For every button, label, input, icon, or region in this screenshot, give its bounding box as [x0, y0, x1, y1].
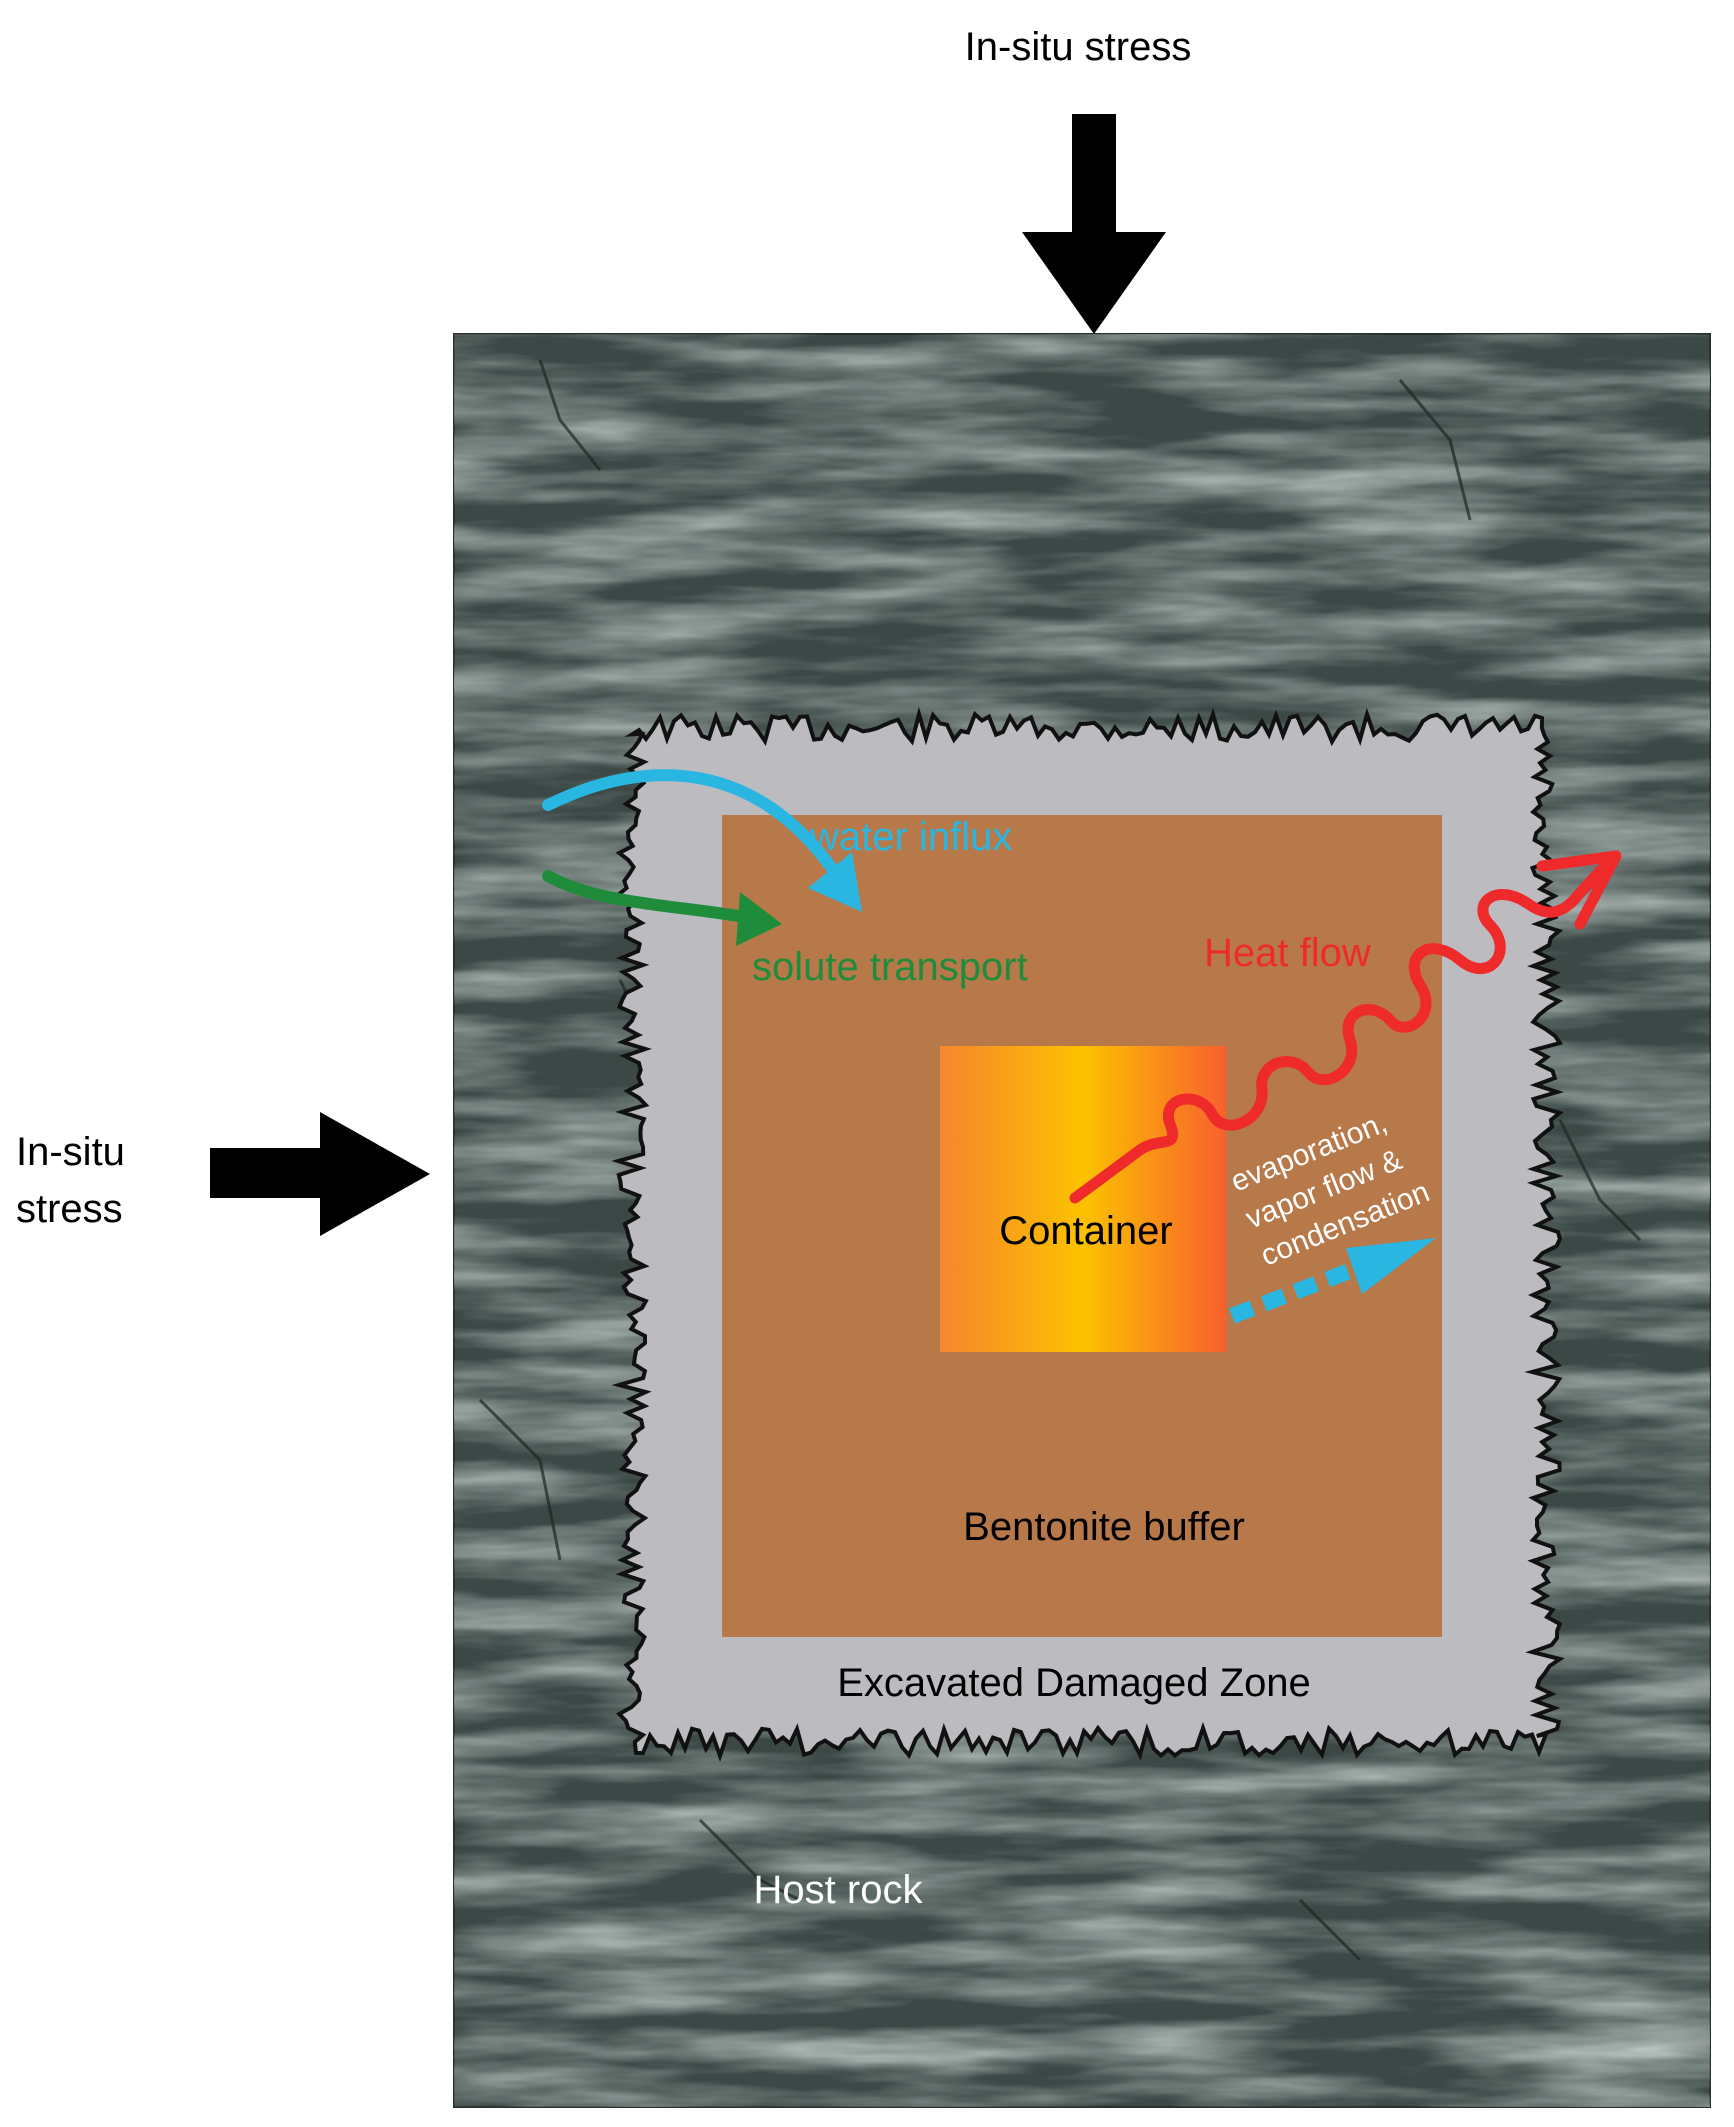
bentonite-buffer-label: Bentonite buffer — [963, 1505, 1245, 1549]
heat-flow-label: Heat flow — [1204, 931, 1371, 975]
container — [940, 1046, 1226, 1352]
container-label: Container — [999, 1209, 1172, 1253]
water-influx-label: water influx — [809, 815, 1012, 859]
stress-left-label-line2: stress — [16, 1187, 123, 1231]
stress-arrow-top — [1022, 114, 1166, 334]
stress-left-label-line1: In-situ — [16, 1130, 125, 1174]
excavated-damaged-zone-label: Excavated Damaged Zone — [837, 1661, 1311, 1705]
host-rock-label: Host rock — [754, 1868, 924, 1912]
solute-transport-label: solute transport — [752, 945, 1028, 989]
stress-arrow-left — [210, 1112, 430, 1236]
vapor-flow-arrow — [1229, 1238, 1436, 1324]
heat-flow-arrow — [1069, 850, 1622, 1204]
water-influx-arrow — [542, 769, 862, 912]
stress-top-label: In-situ stress — [965, 25, 1192, 69]
solute-transport-arrow — [542, 870, 782, 946]
